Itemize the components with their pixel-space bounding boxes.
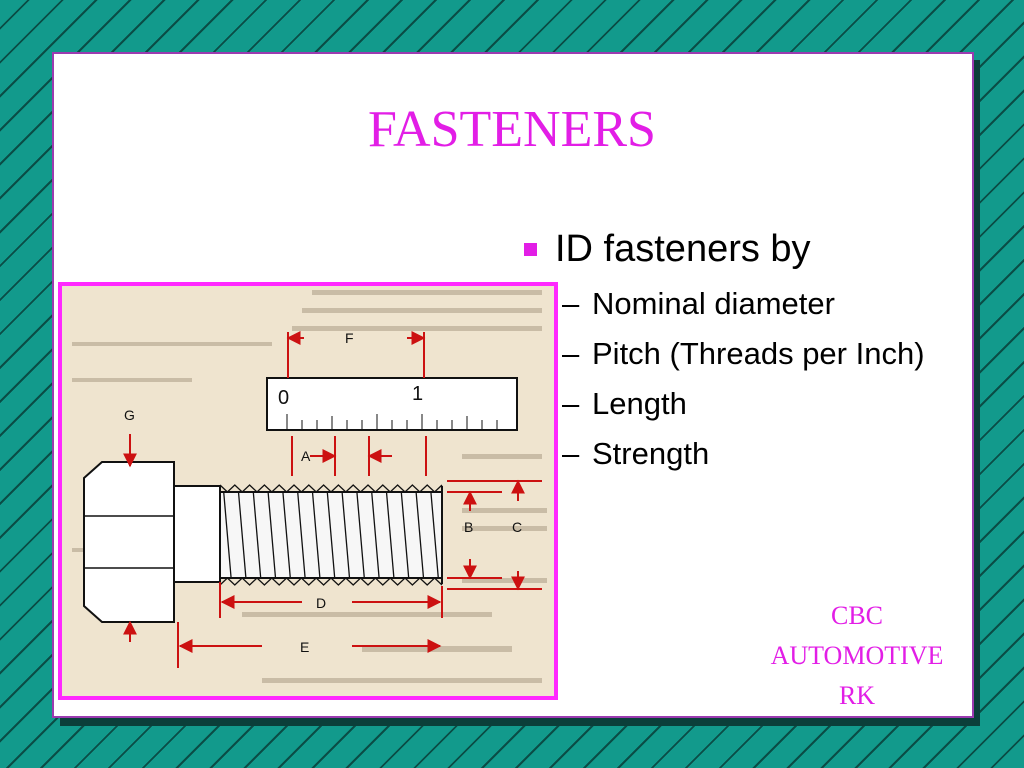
slide-title: FASTENERS — [368, 101, 656, 158]
bolt-diagram-svg: F A G B C D E 0 1 — [72, 290, 547, 683]
label-g: G — [124, 407, 135, 423]
sub-bullet-pitch: –Pitch (Threads per Inch) — [562, 336, 925, 371]
footer-line-3: RK — [838, 681, 876, 710]
bolt-diagram: F A G B C D E 0 1 — [58, 282, 558, 700]
label-d: D — [316, 595, 326, 611]
sub-bullet-length: –Length — [562, 386, 687, 421]
scale-mark-one: 1 — [412, 383, 423, 405]
sub-bullet-nominal-diameter: –Nominal diameter — [562, 286, 835, 321]
bullet-main-text: ID fasteners by — [555, 228, 811, 270]
footer-line-2: AUTOMOTIVE — [770, 641, 944, 670]
footer-credit: CBC AUTOMOTIVE RK — [742, 596, 972, 716]
bullet-list: ID fasteners by –Nominal diameter –Pitch… — [520, 226, 970, 472]
diagram-labels: F A G B C D E 0 1 — [124, 330, 522, 655]
ruler — [266, 377, 518, 431]
label-e: E — [300, 639, 309, 655]
square-bullet-icon — [524, 242, 537, 256]
label-a: A — [301, 448, 311, 464]
bullet-main: ID fasteners by — [520, 226, 970, 272]
scale-mark-zero: 0 — [278, 387, 289, 409]
bolt-threads — [219, 484, 443, 586]
label-b: B — [464, 519, 473, 535]
label-c: C — [512, 519, 522, 535]
label-f: F — [345, 330, 354, 346]
sub-bullet-strength: –Strength — [562, 436, 710, 471]
dimension-lines — [123, 331, 542, 668]
footer-line-1: CBC — [830, 601, 884, 630]
